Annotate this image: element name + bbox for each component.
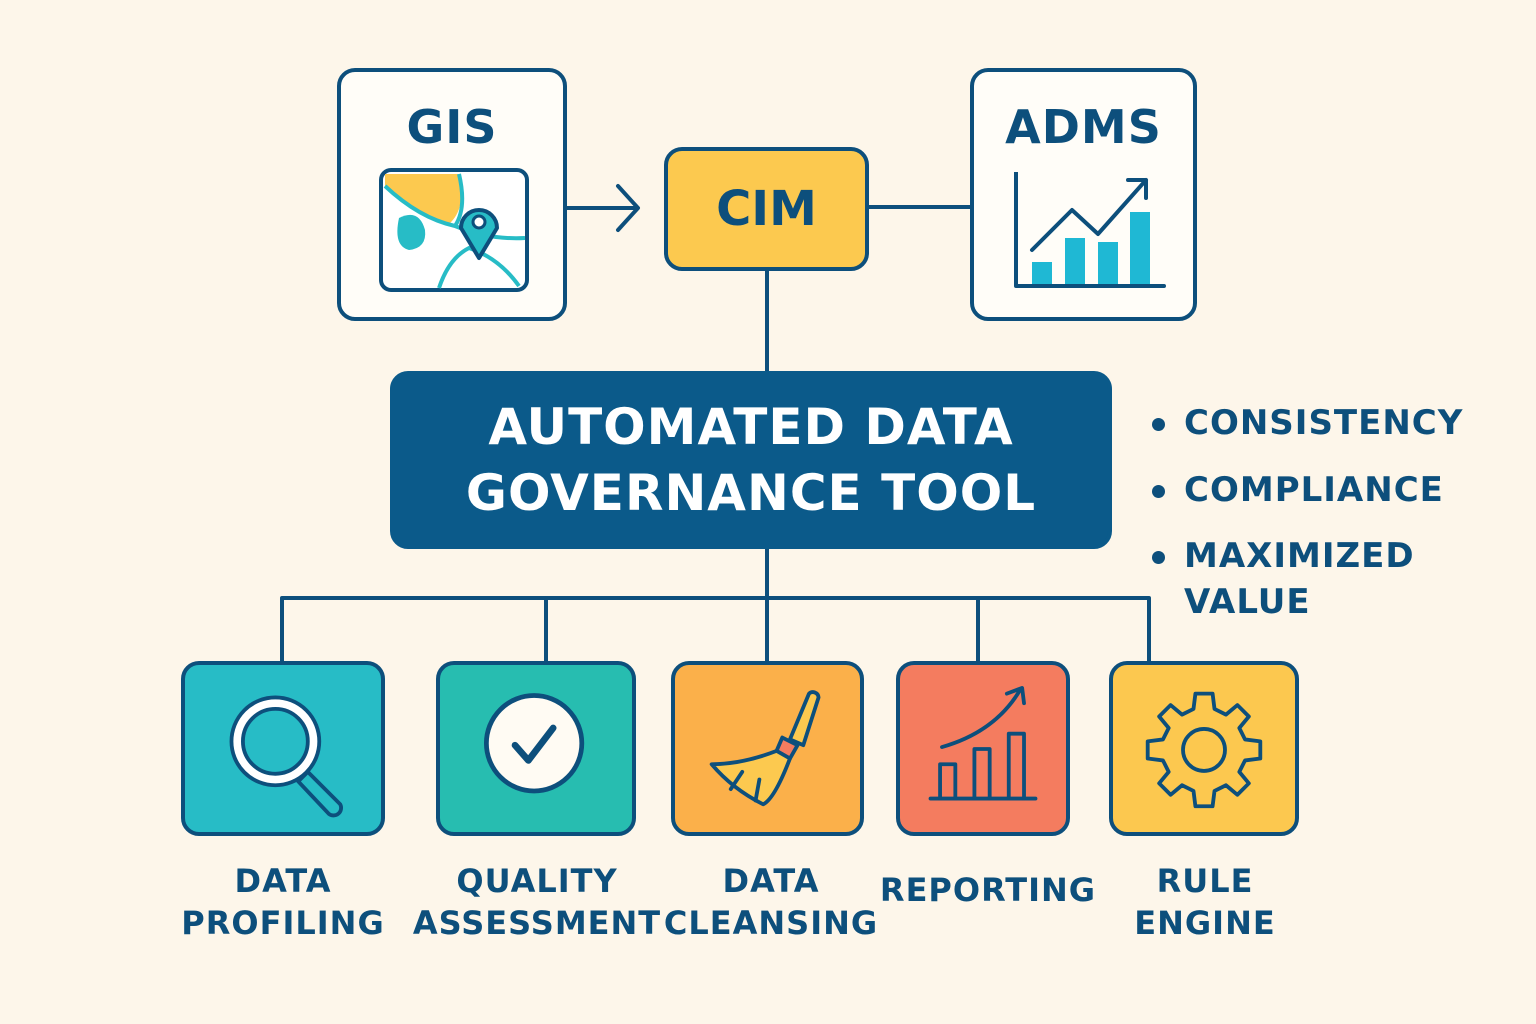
main-to-modules-tree — [280, 546, 1151, 663]
gis-to-cim-arrow — [565, 184, 640, 232]
label-data-profiling: DATA PROFILING — [153, 860, 413, 944]
chart-icon — [1014, 172, 1166, 288]
magnifier-icon — [229, 695, 343, 818]
adms-label: ADMS — [1005, 100, 1162, 154]
label-line: DATA — [722, 862, 820, 900]
label-line: PROFILING — [181, 904, 385, 942]
label-line: QUALITY — [456, 862, 618, 900]
cim-box: CIM — [664, 147, 869, 271]
label-line: DATA — [234, 862, 332, 900]
map-icon — [379, 168, 529, 292]
label-reporting: REPORTING — [858, 869, 1118, 911]
broom-icon — [709, 690, 821, 807]
bullet-icon — [1152, 551, 1165, 564]
main-title-line1: AUTOMATED DATA — [488, 398, 1014, 456]
main-tool-box: AUTOMATED DATA GOVERNANCE TOOL — [390, 371, 1112, 549]
location-pin-icon — [459, 208, 499, 260]
tile-reporting — [896, 661, 1070, 836]
benefit-compliance: COMPLIANCE — [1152, 467, 1444, 513]
tile-data-profiling — [181, 661, 385, 836]
bullet-icon — [1152, 485, 1165, 498]
gear-icon — [1145, 691, 1263, 809]
label-data-cleansing: DATA CLEANSING — [641, 860, 901, 944]
label-line: ASSESSMENT — [412, 904, 662, 942]
benefit-consistency: CONSISTENCY — [1152, 400, 1463, 446]
label-quality-assessment: QUALITY ASSESSMENT — [407, 860, 667, 944]
label-line: CLEANSING — [663, 904, 879, 942]
bar-chart-icon — [928, 686, 1038, 801]
gis-box: GIS — [337, 68, 567, 321]
tile-rule-engine — [1109, 661, 1299, 836]
gis-label: GIS — [406, 100, 498, 154]
label-line: ENGINE — [1134, 904, 1276, 942]
label-line: REPORTING — [879, 871, 1097, 909]
bullet-icon — [1152, 418, 1165, 431]
label-rule-engine: RULE ENGINE — [1075, 860, 1335, 944]
adms-box: ADMS — [970, 68, 1197, 321]
tile-quality-assessment — [436, 661, 636, 836]
cim-label: CIM — [716, 181, 817, 237]
label-line: RULE — [1156, 862, 1254, 900]
tile-data-cleansing — [671, 661, 864, 836]
checkmark-icon — [483, 693, 585, 794]
main-title-line2: GOVERNANCE TOOL — [465, 464, 1037, 522]
